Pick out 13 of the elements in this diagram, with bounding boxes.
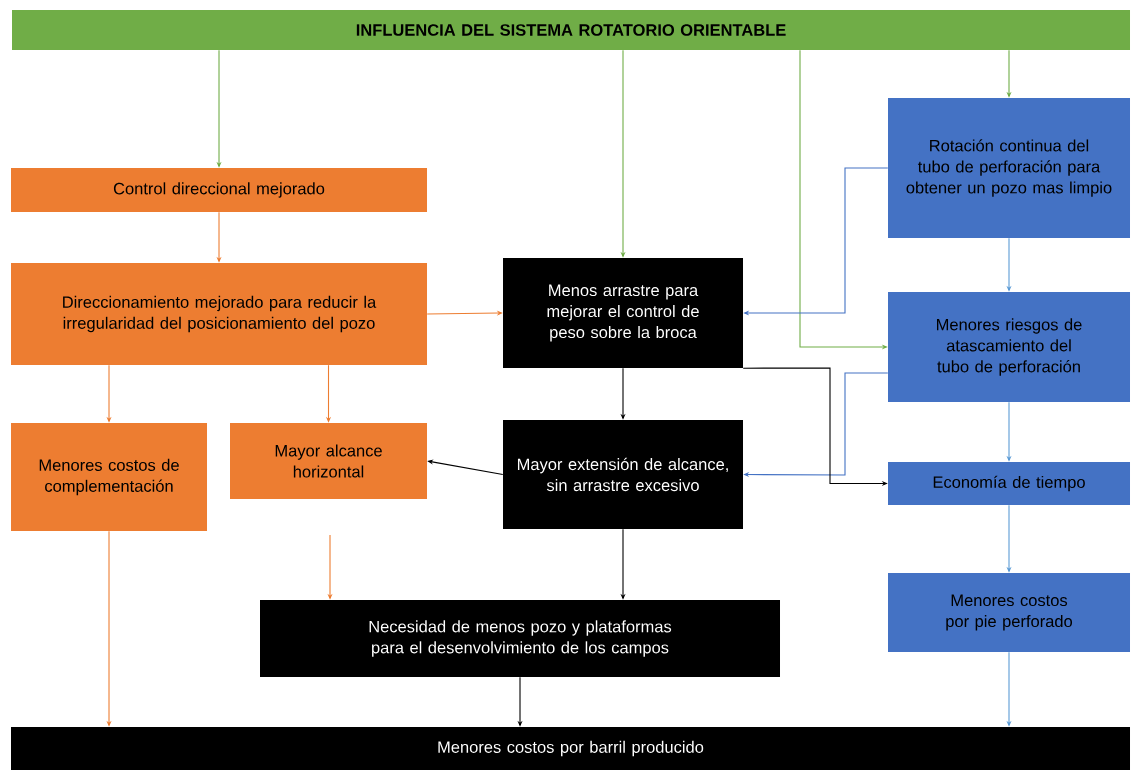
process-box: Menores costos de complementación (11, 423, 207, 531)
result-bar: Menores costos por barril producido (11, 727, 1130, 770)
title-bar: INFLUENCIA DEL SISTEMA ROTATORIO ORIENTABLE (12, 10, 1130, 50)
process-box: Rotación continua del tubo de perforación para obtener un pozo mas limpio (888, 98, 1130, 238)
process-box: Menores costos por pie perforado (888, 573, 1130, 652)
process-box: Economía de tiempo (888, 462, 1130, 505)
process-box: Control direccional mejorado (11, 168, 427, 212)
process-box: Necesidad de menos pozo y plataformas para el desenvolvimiento de los campos (260, 600, 780, 677)
process-box: Direccionamiento mejorado para reducir la irregularidad del posicionamiento del pozo (11, 263, 427, 365)
process-box: Menores riesgos de atascamiento del tubo de perforación (888, 292, 1130, 402)
process-box: Mayor alcance horizontal (230, 423, 427, 499)
process-box: Menos arrastre para mejorar el control de peso sobre la broca (503, 258, 743, 368)
process-box: Mayor extensión de alcance, sin arrastre excesivo (503, 420, 743, 529)
